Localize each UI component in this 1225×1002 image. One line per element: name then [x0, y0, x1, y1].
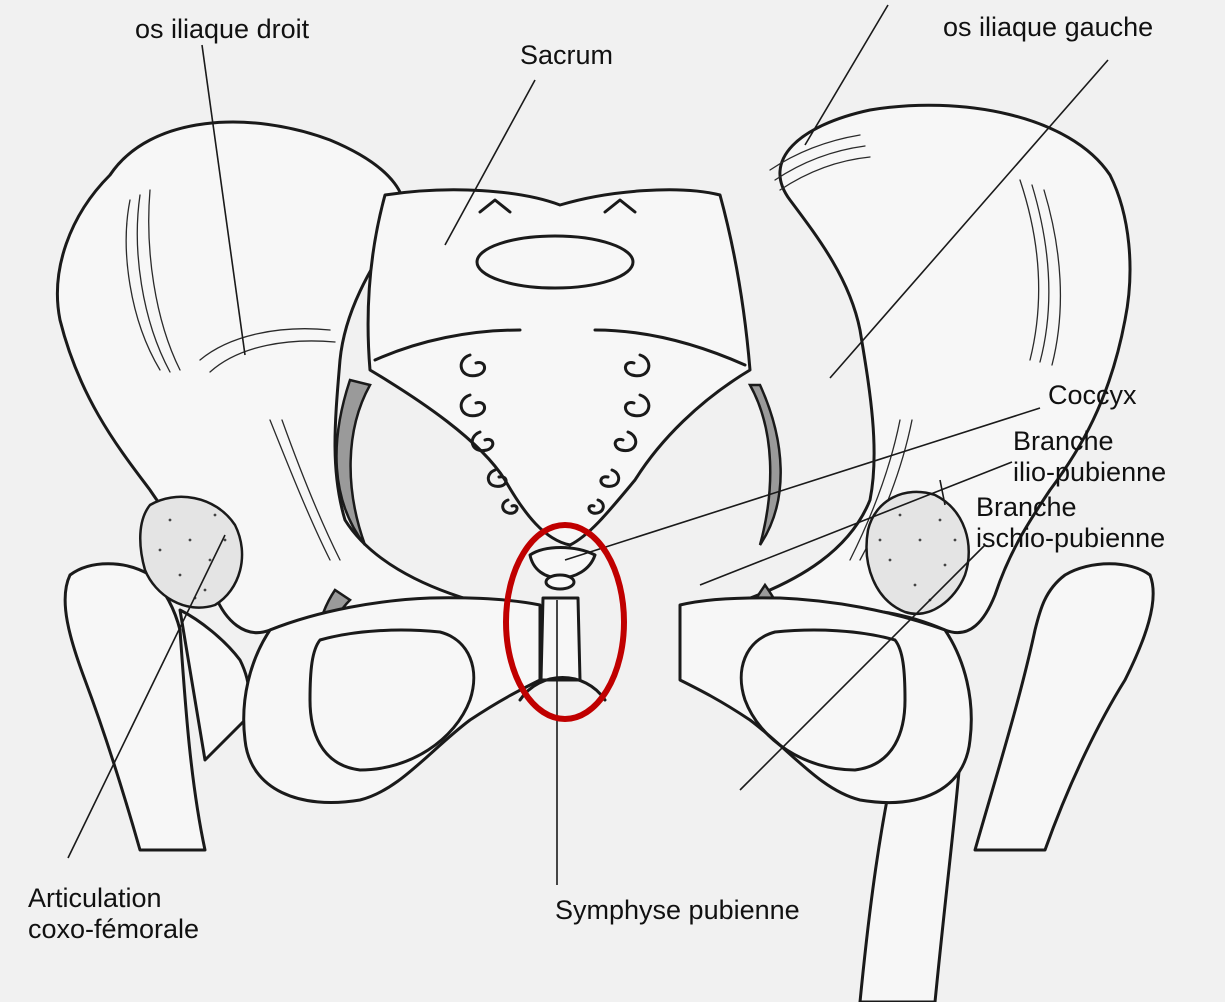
sacrum-bone [368, 190, 750, 545]
label-branche-ischio-pubienne: Branche ischio-pubienne [976, 492, 1165, 555]
label-branche-ilio-pubienne: Branche ilio-pubienne [1013, 426, 1166, 489]
label-os-iliaque-gauche: os iliaque gauche [943, 12, 1153, 43]
label-sacrum: Sacrum [520, 40, 613, 71]
right-pubis [244, 598, 540, 803]
left-hip-joint [867, 492, 969, 614]
label-os-iliaque-droit: os iliaque droit [135, 14, 309, 45]
left-pelvic-wall [750, 385, 781, 545]
left-pubis [680, 598, 971, 803]
label-symphyse-pubienne: Symphyse pubienne [555, 895, 800, 926]
label-articulation-coxo-femorale: Articulation coxo-fémorale [28, 883, 199, 946]
label-coccyx: Coccyx [1048, 380, 1137, 411]
